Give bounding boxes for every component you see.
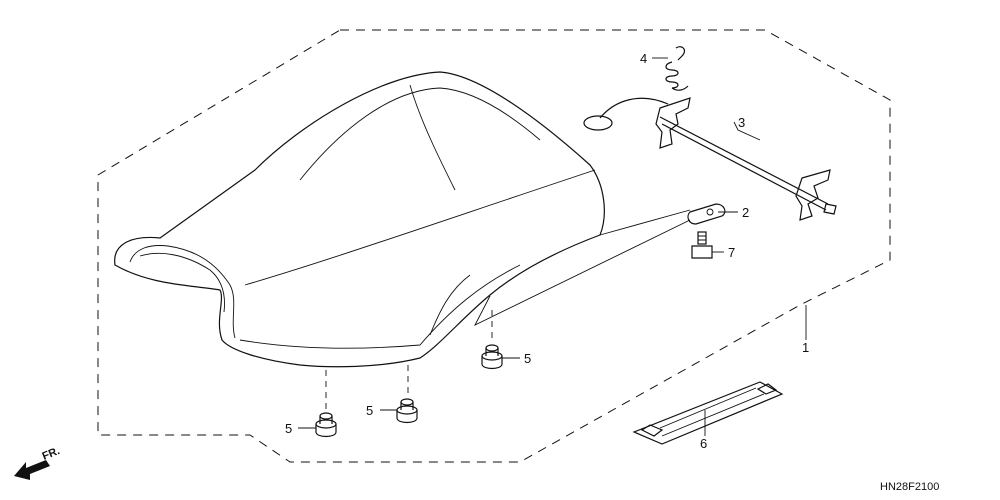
cushion-center (481, 344, 503, 370)
cushion-middle (396, 398, 418, 424)
callout-3: 3 (738, 115, 745, 130)
assembly-boundary (97, 29, 891, 463)
callout-6: 6 (700, 436, 707, 451)
callout-1: 1 (802, 340, 809, 355)
callout-5-center: 5 (524, 351, 531, 366)
cushion-left (315, 412, 337, 438)
bolt (691, 231, 713, 259)
front-direction-label: FR. (41, 445, 62, 463)
callout-5-middle: 5 (366, 403, 373, 418)
leader-lines (298, 57, 807, 436)
spring (665, 46, 689, 91)
callout-7: 7 (728, 245, 735, 260)
diagram-code: HN28F2100 (880, 481, 939, 493)
callout-2: 2 (742, 205, 749, 220)
callout-4: 4 (640, 51, 647, 66)
callout-5-left: 5 (285, 421, 292, 436)
strap (632, 381, 784, 445)
plate (687, 203, 726, 225)
front-direction-arrow: FR. (14, 445, 62, 480)
seat-cushion (114, 71, 691, 368)
seat-rod (583, 97, 837, 221)
